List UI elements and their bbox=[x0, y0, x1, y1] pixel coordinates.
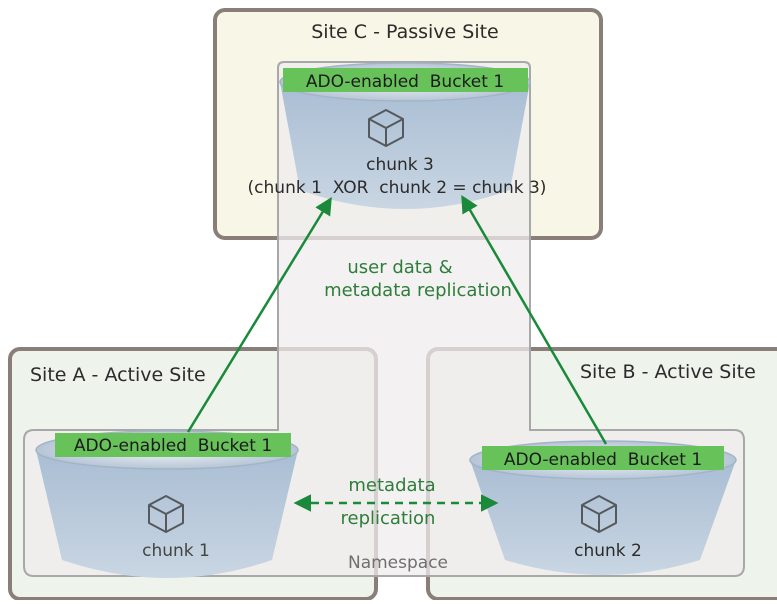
xor-note: (chunk 1 XOR chunk 2 = chunk 3) bbox=[248, 178, 547, 198]
bucket-b-label-bg bbox=[482, 446, 724, 470]
chunk-3-label: chunk 3 bbox=[366, 155, 434, 175]
chunk-2-label: chunk 2 bbox=[574, 541, 642, 561]
user-data-replication-line1: user data & bbox=[347, 257, 452, 278]
metadata-replication-line1: metadata bbox=[348, 475, 435, 496]
site-c-title: Site C - Passive Site bbox=[311, 21, 499, 43]
bucket-a-label: ADO-enabled Bucket 1 bbox=[74, 436, 272, 456]
bucket-c-label: ADO-enabled Bucket 1 bbox=[306, 72, 504, 92]
replication-arrow-b-to-c bbox=[461, 194, 608, 445]
replication-arrow-a-to-c bbox=[186, 197, 332, 433]
site-b-title: Site B - Active Site bbox=[580, 361, 756, 383]
bucket-b-label: ADO-enabled Bucket 1 bbox=[504, 450, 702, 470]
chunk-1-label: chunk 1 bbox=[142, 541, 210, 561]
site-a-title: Site A - Active Site bbox=[30, 364, 206, 386]
user-data-replication-line2: metadata replication bbox=[324, 280, 512, 301]
bucket-c: ADO-enabled Bucket 1 chunk 3 (chunk 1 XO… bbox=[248, 62, 547, 209]
bucket-a-label-bg bbox=[55, 433, 291, 457]
bucket-c-label-bg bbox=[283, 68, 528, 92]
namespace-label: Namespace bbox=[348, 553, 448, 573]
bucket-a: ADO-enabled Bucket 1 chunk 1 bbox=[35, 430, 299, 578]
metadata-replication-line2: replication bbox=[341, 508, 436, 529]
bucket-b: ADO-enabled Bucket 1 chunk 2 bbox=[469, 440, 737, 575]
